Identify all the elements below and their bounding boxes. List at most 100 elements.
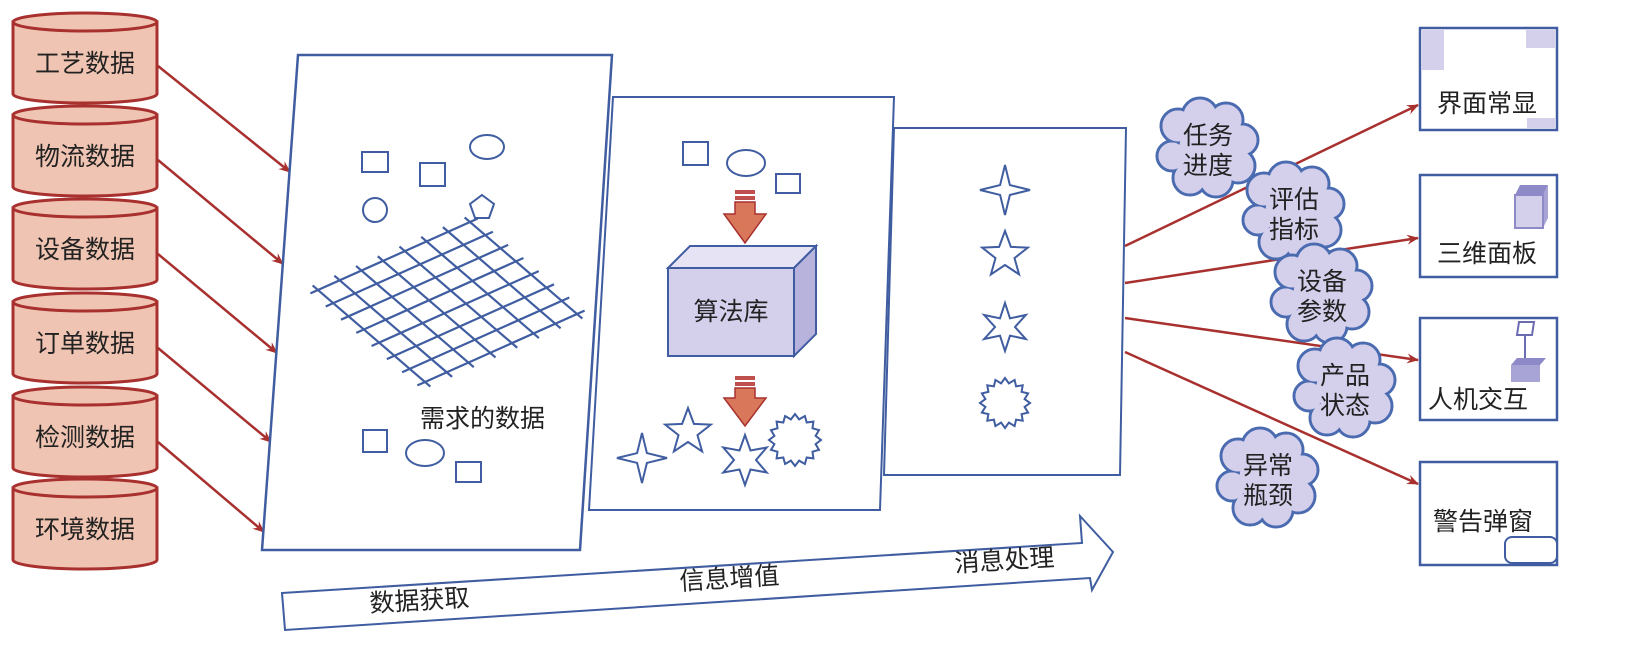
down-arrow-icon <box>722 376 768 428</box>
grid-line <box>333 274 453 378</box>
source-cylinder: 检测数据 <box>11 385 159 479</box>
circle-shape <box>362 197 388 223</box>
grid-line <box>463 216 584 320</box>
ellipse-shape <box>405 439 445 467</box>
source-label: 工艺数据 <box>35 49 135 78</box>
grid-line <box>398 245 518 349</box>
pentagon-shape <box>468 193 496 219</box>
grid-line <box>442 226 562 330</box>
source-label: 订单数据 <box>35 329 135 358</box>
input-arrows <box>157 65 291 533</box>
cloud-label: 参数 <box>1297 297 1347 326</box>
algorithm-library-cube: 算法库 <box>665 243 819 359</box>
panel-corner-icon <box>1526 30 1555 48</box>
flow-label-value-add: 信息增值 <box>679 561 781 596</box>
terminal-icon <box>1511 321 1546 382</box>
cloud-label: 指标 <box>1269 215 1319 244</box>
grid-line <box>340 243 509 321</box>
popup-icon <box>1504 536 1558 564</box>
cloud-label: 状态 <box>1320 391 1370 420</box>
square-shape <box>361 151 389 173</box>
cloud-label: 异常 <box>1243 451 1293 480</box>
four-point-star-icon <box>616 432 668 484</box>
grid-line <box>401 296 570 374</box>
square-shape <box>455 461 482 483</box>
source-label: 检测数据 <box>35 423 135 452</box>
six-point-star-icon <box>720 432 770 488</box>
square-shape <box>362 429 388 453</box>
cloud-label: 设备 <box>1297 267 1347 296</box>
source-label: 环境数据 <box>35 515 135 544</box>
arrow <box>157 441 265 533</box>
source-cylinder: 订单数据 <box>11 291 159 385</box>
burst-star-icon <box>767 412 823 468</box>
data-grid <box>309 216 586 388</box>
grid-line <box>325 230 494 308</box>
flow-arrow-shape <box>280 513 1115 632</box>
source-label: 物流数据 <box>35 142 135 171</box>
source-cylinder: 设备数据 <box>11 197 159 291</box>
output-label: 界面常显 <box>1437 89 1537 118</box>
cloud-label: 进度 <box>1183 151 1233 180</box>
output-label: 警告弹窗 <box>1433 507 1533 536</box>
flow-arrow: 数据获取 信息增值 消息处理 <box>280 513 1115 632</box>
five-point-star-icon <box>662 405 714 454</box>
grid-line <box>355 265 475 369</box>
panel-data-contents: 需求的数据 <box>309 134 586 483</box>
output-warning-popup[interactable]: 警告弹窗 <box>1418 460 1559 567</box>
cloud-label: 瓶颈 <box>1243 481 1293 510</box>
ellipse-shape <box>726 149 766 177</box>
ellipse-shape <box>469 134 505 160</box>
square-shape <box>682 141 709 166</box>
six-point-star-icon <box>981 299 1029 355</box>
source-cylinder: 物流数据 <box>11 104 159 198</box>
grid-line <box>309 217 479 295</box>
grid-line <box>386 283 555 361</box>
down-arrow-icon <box>722 190 768 245</box>
source-label: 设备数据 <box>35 235 135 264</box>
arrow <box>157 65 291 173</box>
output-interface-display[interactable]: 界面常显 <box>1418 26 1559 132</box>
panel-data-label: 需求的数据 <box>420 404 545 433</box>
arrow <box>1124 350 1419 486</box>
grid-line <box>311 284 432 388</box>
cube-icon <box>1514 185 1548 229</box>
five-point-star-icon <box>979 228 1031 277</box>
arrow <box>1124 234 1419 285</box>
square-shape <box>775 173 801 194</box>
output-human-machine[interactable]: 人机交互 <box>1418 316 1559 422</box>
panel-processing-contents <box>978 164 1032 430</box>
square-shape <box>419 162 446 187</box>
grid-line <box>416 309 586 387</box>
output-3d-panel[interactable]: 三维面板 <box>1418 173 1559 279</box>
cloud-label: 任务 <box>1183 121 1233 150</box>
panel-corner-icon <box>1527 118 1555 128</box>
flow-label-processing: 消息处理 <box>954 543 1056 578</box>
flow-label-acquire: 数据获取 <box>369 583 471 618</box>
cloud-label: 产品 <box>1320 361 1370 390</box>
algorithm-library-label: 算法库 <box>693 297 768 326</box>
grid-line <box>377 255 497 359</box>
arrow <box>157 253 278 354</box>
panel-algorithm-contents: 算法库 <box>616 141 823 488</box>
arrow <box>157 159 284 265</box>
output-label: 人机交互 <box>1428 385 1528 414</box>
grid-line <box>420 235 540 339</box>
output-boxes: 界面常显 三维面板 人机交互 警告弹窗 <box>1418 26 1559 567</box>
grid-line <box>355 257 524 334</box>
panel-data <box>260 53 614 552</box>
panel-corner-icon <box>1422 30 1444 70</box>
output-label: 三维面板 <box>1437 239 1537 268</box>
burst-star-icon <box>978 376 1032 430</box>
four-point-star-icon <box>979 164 1031 216</box>
source-cylinder: 环境数据 <box>11 477 159 571</box>
grid-line <box>371 270 540 347</box>
